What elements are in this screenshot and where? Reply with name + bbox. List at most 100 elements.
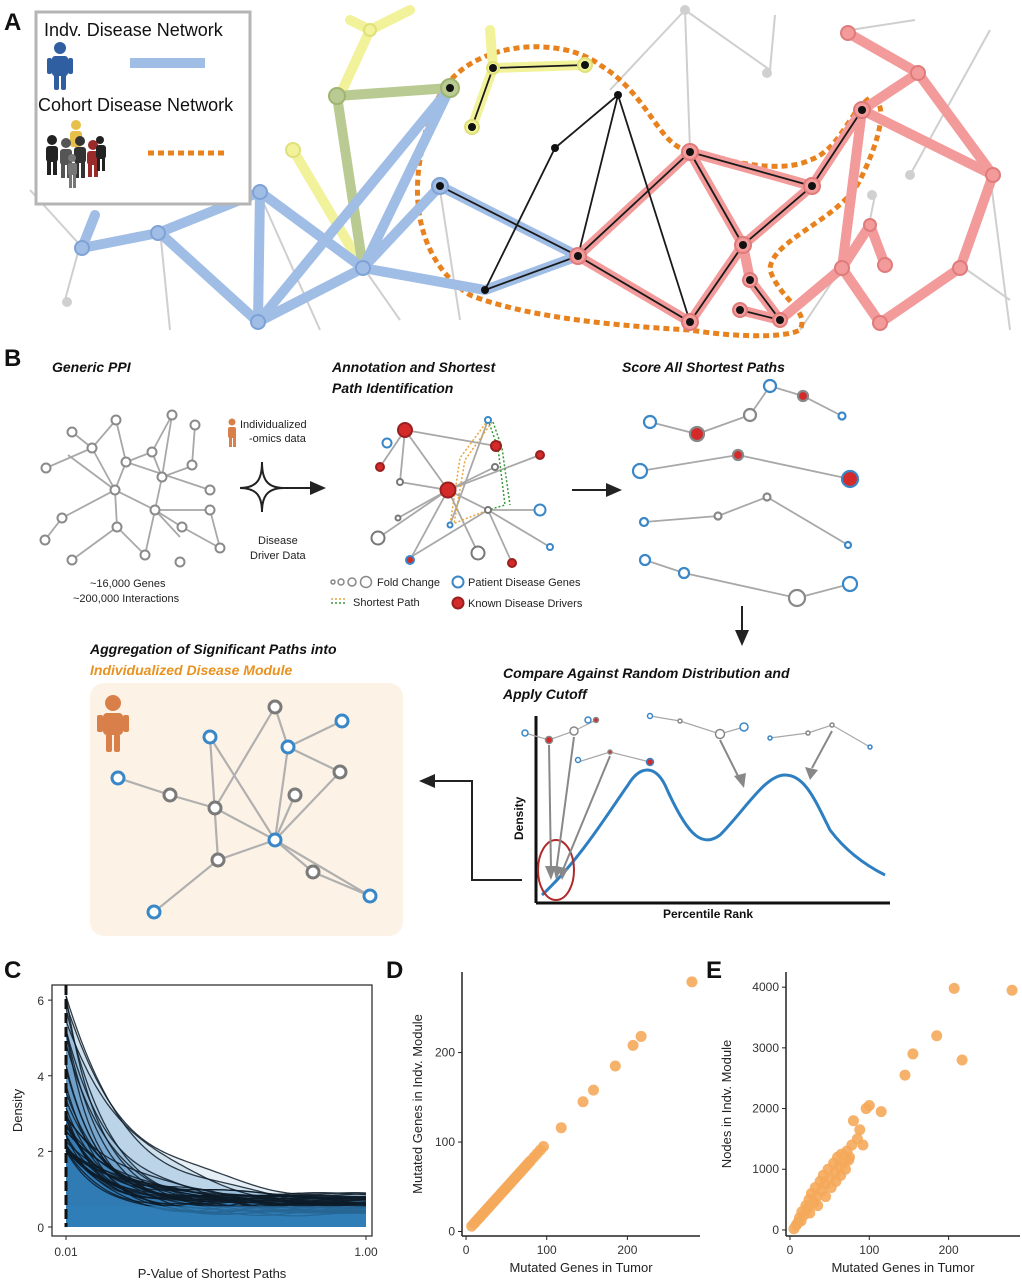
omics-label-line1: Individualized (240, 419, 307, 431)
individual-person-icon (47, 42, 73, 90)
panel-b: B Generic PPI (4, 345, 890, 936)
y-tick-label: 0 (448, 1225, 455, 1239)
panel-c-letter: C (4, 957, 21, 984)
cohort-people-icon (46, 120, 106, 188)
legend-patient-genes: Patient Disease Genes (468, 577, 581, 589)
legend-shortest-path: Shortest Path (353, 597, 420, 609)
scatter-point (555, 1122, 567, 1134)
density-line (65, 1030, 367, 1201)
random-distribution-plot: Density Percentile Rank (512, 712, 890, 921)
omics-label-line2: -omics data (249, 433, 307, 445)
legend-fold-change: Fold Change (377, 577, 440, 589)
y-tick-label: 4000 (752, 980, 779, 994)
module-person-icon (97, 695, 129, 752)
percentile-axis-label: Percentile Rank (663, 907, 753, 921)
density-area (66, 1007, 366, 1227)
density-area (66, 1029, 366, 1227)
arrow-to-scoring (572, 483, 622, 497)
scatter-point (686, 976, 698, 988)
x-tick-label: 100 (859, 1243, 879, 1257)
density-area (66, 1123, 366, 1227)
y-tick-label: 2 (37, 1145, 44, 1159)
scatter-point (627, 1039, 639, 1051)
density-line (65, 995, 367, 1203)
scatter-point (839, 1163, 851, 1175)
density-line (65, 1029, 367, 1209)
scored-paths (631, 378, 860, 608)
density-line (65, 1116, 367, 1197)
scatter-point (635, 1030, 647, 1042)
scatter-point (875, 1106, 887, 1118)
scatter-point (907, 1048, 919, 1060)
scatter-point (804, 1207, 816, 1219)
scatter-point (899, 1069, 911, 1081)
arrow-down-to-compare (735, 606, 749, 646)
x-tick-label: 200 (617, 1243, 637, 1257)
y-tick-label: 100 (435, 1135, 455, 1149)
omics-person-icon (228, 418, 236, 447)
y-tick-label: 1000 (752, 1162, 779, 1176)
y-tick-label: 0 (772, 1223, 779, 1237)
x-axis-label: Mutated Genes in Tumor (831, 1260, 975, 1275)
panel-e-letter: E (706, 957, 722, 984)
cutoff-ellipse (537, 839, 575, 901)
scatter-point (609, 1060, 621, 1072)
random-density-curve (540, 768, 886, 897)
scatter-point (956, 1054, 968, 1066)
panel-a-legend: Indv. Disease Network Cohort Disease Net… (34, 10, 252, 206)
x-axis-label: P-Value of Shortest Paths (138, 1266, 287, 1280)
x-tick-label: 0 (463, 1243, 470, 1257)
panel-a: Indv. Disease Network Cohort Disease Net… (4, 5, 1011, 339)
scatter-point (931, 1030, 943, 1042)
annotated-nodes (370, 416, 554, 568)
x-tick-label: 0 (787, 1243, 794, 1257)
step2-title-line1: Annotation and Shortest (331, 359, 497, 375)
density-line (65, 995, 367, 1204)
x-tick-label: 100 (537, 1243, 557, 1257)
step5-title-line2: Individualized Disease Module (90, 662, 292, 678)
scatter-point (577, 1096, 589, 1108)
x-tick-label: 0.01 (54, 1245, 78, 1259)
density-base-fill (66, 1206, 366, 1227)
y-tick-label: 3000 (752, 1041, 779, 1055)
generic-ppi-nodes (39, 409, 226, 568)
density-area (66, 1115, 366, 1227)
y-axis-label: Mutated Genes in Indv. Module (410, 1014, 425, 1194)
step3-title: Score All Shortest Paths (622, 359, 785, 375)
scatter-point (588, 1084, 600, 1096)
scatter-point (854, 1124, 866, 1136)
density-area (66, 1099, 366, 1227)
ppi-interactions-caption: ~200,000 Interactions (73, 593, 180, 605)
arrow-to-module (419, 774, 522, 881)
cohort-network-outline (414, 44, 884, 339)
panel-b-letter: B (4, 345, 21, 372)
legend-indv-label: Indv. Disease Network (44, 20, 224, 40)
scatter-point (843, 1151, 855, 1163)
scatter-point (857, 1139, 869, 1151)
y-tick-label: 0 (37, 1221, 44, 1235)
y-axis-label: Density (10, 1088, 25, 1132)
merge-arrow: Individualized -omics data Disease Drive… (228, 418, 326, 562)
legend-cohort-label: Cohort Disease Network (38, 95, 234, 115)
density-area (66, 1117, 366, 1227)
step2-title-line2: Path Identification (332, 380, 453, 396)
scatter-point (863, 1100, 875, 1112)
step4-title-line2: Apply Cutoff (502, 686, 588, 702)
y-tick-label: 200 (435, 1046, 455, 1060)
x-tick-label: 200 (939, 1243, 959, 1257)
scatter-point (847, 1115, 859, 1127)
density-area (66, 995, 366, 1227)
step5-title-line1: Aggregation of Significant Paths into (89, 641, 337, 657)
driver-label-line2: Driver Data (250, 550, 307, 562)
legend-known-drivers: Known Disease Drivers (468, 598, 583, 610)
panel-d-letter: D (386, 957, 403, 984)
density-axis-label: Density (512, 796, 526, 840)
step4-title-line1: Compare Against Random Distribution and (503, 665, 790, 681)
